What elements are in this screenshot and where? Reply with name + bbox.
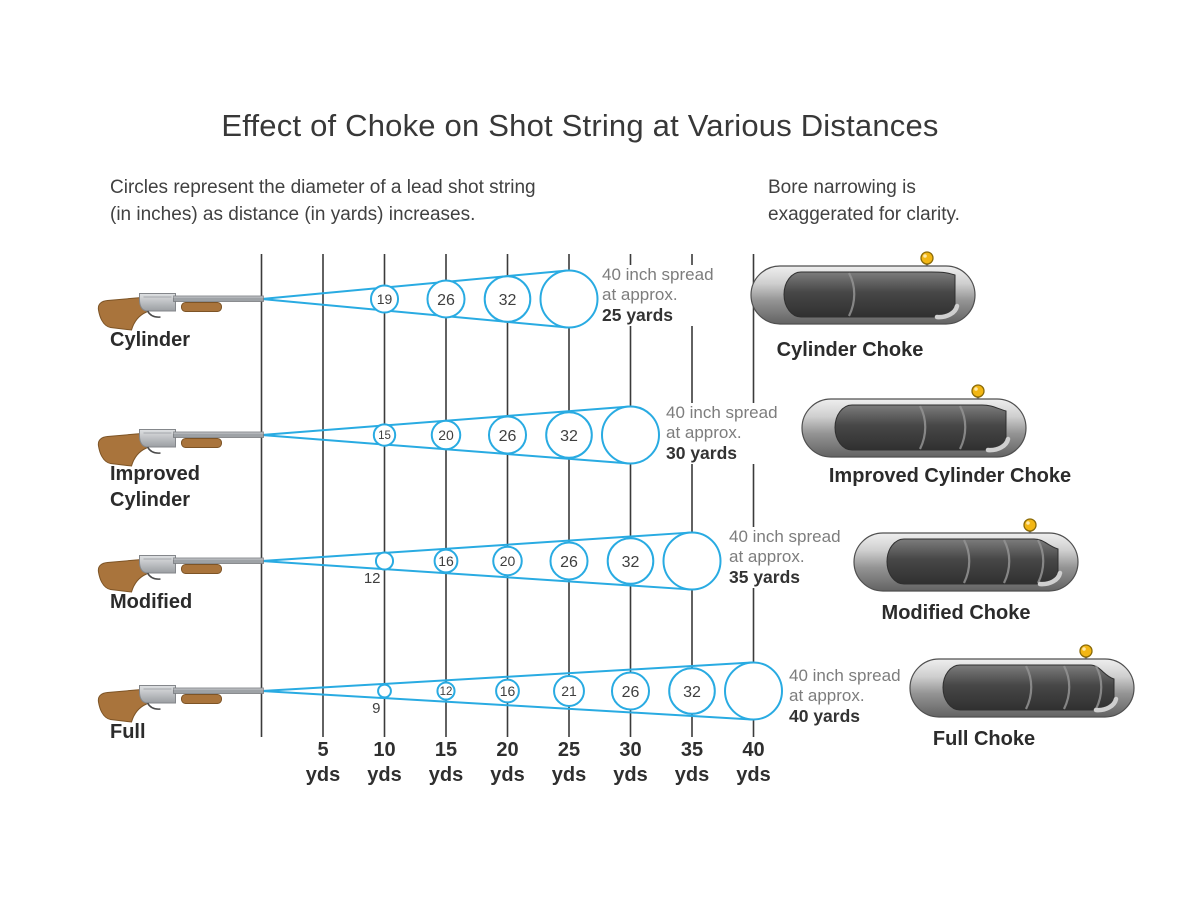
shotgun-icon	[97, 428, 265, 467]
choke-bore-cutaway	[942, 664, 1115, 711]
spread-diameter-label: 20	[500, 553, 516, 569]
max-spread-circle	[724, 661, 783, 721]
choke-bore-cutaway	[834, 404, 1007, 451]
note-shot-string: Circles represent the diameter of a lead…	[110, 174, 536, 228]
spread-circle	[433, 548, 459, 574]
spread-diameter-label: 32	[683, 684, 701, 701]
bead-highlight	[1082, 647, 1086, 651]
spread-circle	[495, 678, 520, 704]
max-spread-circle	[601, 405, 660, 465]
bead-sight-icon	[971, 384, 985, 398]
choke-cutaway-icon	[909, 644, 1135, 718]
bore-ridge	[1037, 539, 1045, 584]
spread-circle	[610, 671, 651, 711]
shot-cone-line	[260, 690, 753, 721]
spread-circle	[426, 279, 466, 319]
bore-ridge	[1003, 539, 1011, 584]
bead-sight-icon	[1079, 644, 1093, 658]
note-line: Circles represent the diameter of a lead…	[110, 177, 536, 198]
bore-ridge	[919, 405, 927, 450]
spread-diameter-label: 32	[499, 292, 517, 309]
spread-diameter-label: 15	[378, 430, 391, 442]
spread-diameter-label: 9	[372, 700, 380, 717]
spread-diameter-label: 20	[438, 427, 454, 443]
shot-cone-line	[260, 560, 692, 591]
spread-diameter-label: 32	[560, 428, 578, 445]
shot-cone-line	[260, 531, 692, 562]
spread-diameter-label: 12	[440, 686, 453, 698]
spread-circle	[606, 537, 655, 585]
spread-diameter-label: 12	[364, 570, 381, 587]
bore-ridge	[1063, 665, 1071, 710]
max-spread-circle	[539, 269, 599, 329]
spread-diameter-label: 26	[622, 684, 640, 701]
choke-cutaway-icon	[750, 251, 976, 325]
spread-diameter-label: 26	[499, 428, 517, 445]
spread-diameter-label: 19	[377, 291, 393, 307]
spread-circle	[545, 411, 593, 459]
spread-diameter-label: 26	[560, 554, 578, 571]
shot-cone-line	[260, 661, 753, 692]
spread-circle	[374, 551, 395, 571]
muzzle-rim	[934, 303, 960, 320]
choke-bore-cutaway	[783, 271, 956, 318]
note-line: exaggerated for clarity.	[768, 204, 960, 225]
bore-ridge	[959, 405, 967, 450]
bore-ridge	[1025, 665, 1033, 710]
choke-cutaway-icon	[853, 518, 1079, 592]
muzzle-rim	[985, 436, 1011, 453]
spread-circle	[483, 275, 532, 323]
choke-bore-cutaway	[886, 538, 1059, 585]
bead-sight-icon	[920, 251, 934, 265]
shotgun-icon	[97, 684, 265, 723]
max-spread-circle	[662, 531, 722, 591]
spread-circle	[492, 545, 523, 577]
spread-circle	[377, 683, 392, 699]
spread-diameter-label: 26	[437, 292, 455, 309]
spread-diameter-label: 32	[622, 554, 640, 571]
spread-circle	[369, 284, 400, 314]
spread-diameter-label: 21	[561, 683, 577, 699]
spread-circle	[668, 667, 716, 715]
spread-circle	[372, 423, 397, 447]
spread-circle	[553, 675, 585, 707]
note-line: (in inches) as distance (in yards) incre…	[110, 204, 476, 225]
choke-cutaway-icon	[801, 384, 1027, 458]
spread-circle	[436, 681, 456, 701]
shotgun-icon	[97, 292, 265, 331]
bore-ridge	[1095, 665, 1103, 710]
bore-ridge	[963, 539, 971, 584]
spread-circle	[430, 419, 462, 451]
bead-sight-icon	[1023, 518, 1037, 532]
bead-highlight	[1026, 521, 1030, 525]
spread-circle	[487, 415, 528, 455]
page-title: Effect of Choke on Shot String at Variou…	[221, 108, 939, 143]
bore-ridge	[848, 272, 856, 317]
muzzle-rim	[1037, 570, 1063, 587]
spread-diameter-label: 16	[500, 683, 516, 699]
spread-diameter-label: 16	[438, 553, 454, 569]
note-bore-narrowing: Bore narrowing is exaggerated for clarit…	[768, 174, 960, 228]
shot-cone-line	[260, 269, 568, 300]
spread-circle	[549, 541, 589, 581]
shot-cone-line	[260, 298, 568, 329]
shotgun-icon	[97, 554, 265, 593]
muzzle-rim	[1093, 696, 1119, 713]
bead-highlight	[923, 254, 927, 258]
note-line: Bore narrowing is	[768, 177, 916, 198]
bead-highlight	[974, 387, 978, 391]
